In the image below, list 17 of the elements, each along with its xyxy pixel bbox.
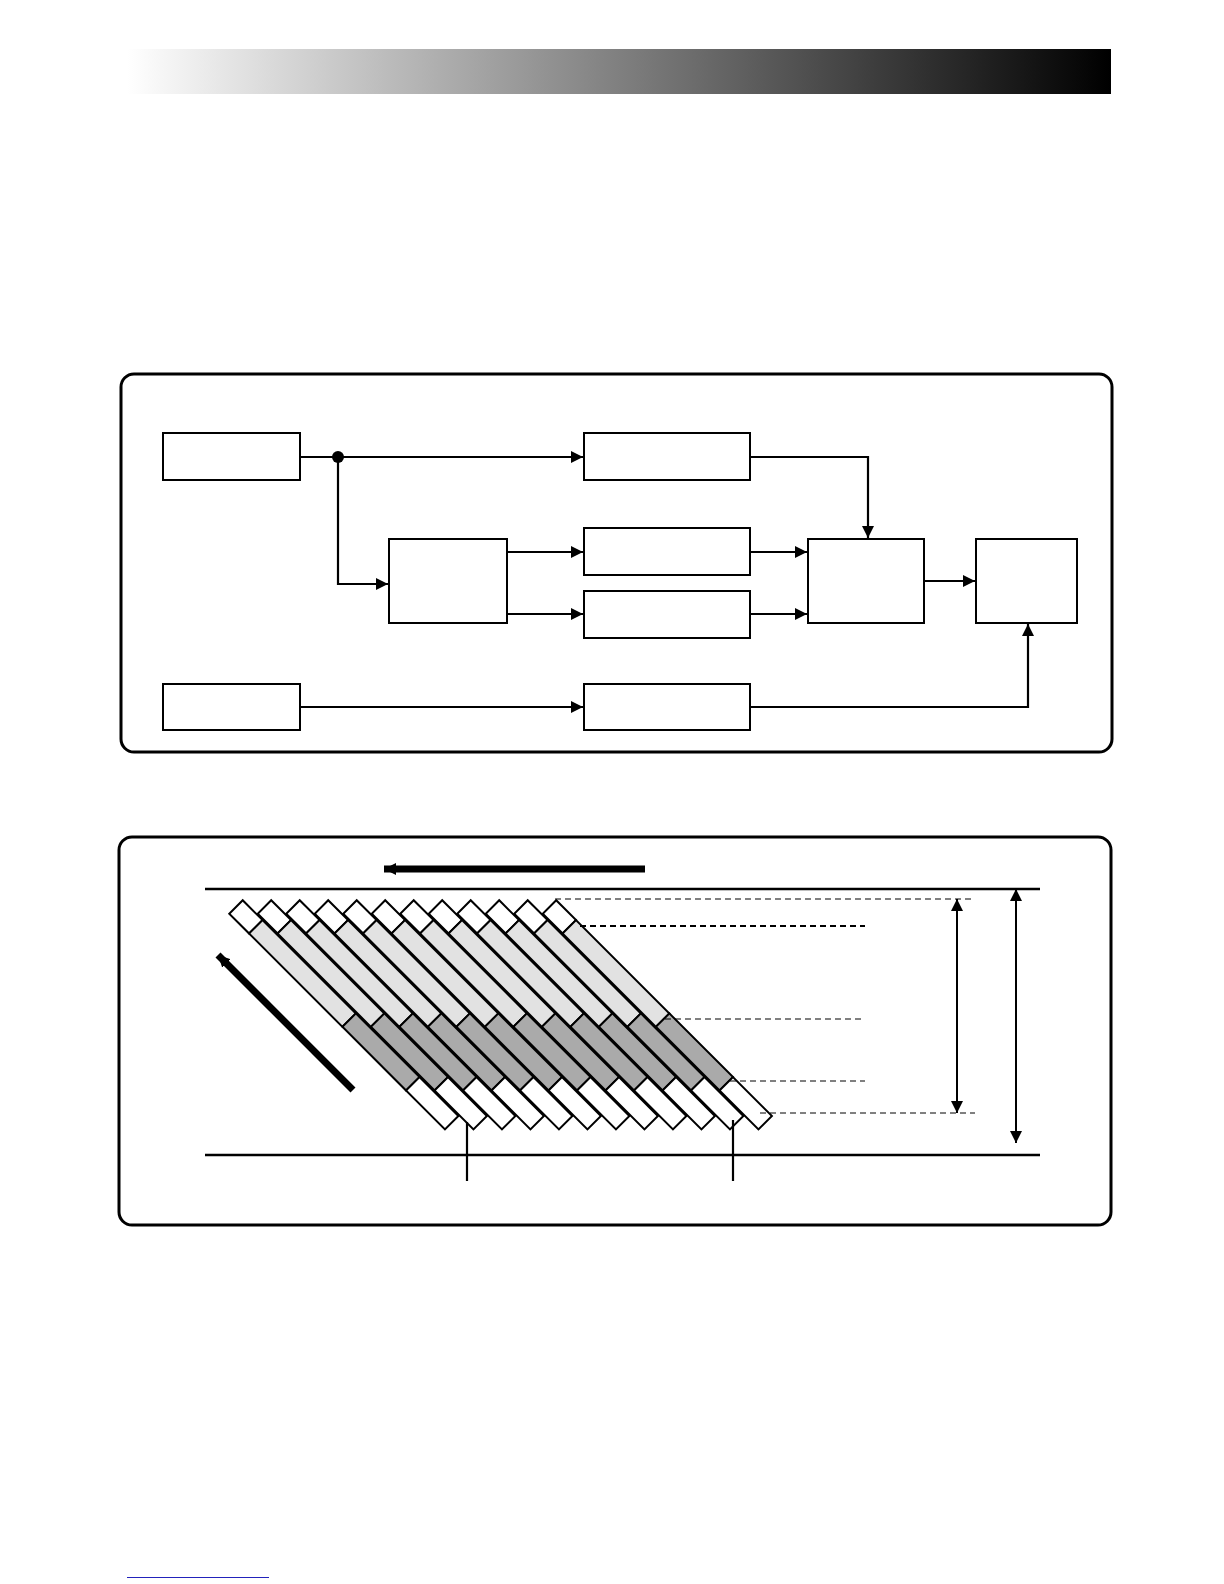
- arrow: [751, 546, 807, 558]
- block-box: [807, 538, 925, 624]
- block-box: [583, 590, 751, 639]
- arrow: [751, 608, 807, 620]
- block-box: [162, 683, 301, 731]
- block-box: [162, 432, 301, 481]
- block-box: [583, 432, 751, 481]
- arrow: [751, 624, 1034, 709]
- arrow: [301, 701, 583, 713]
- arrow: [508, 608, 583, 620]
- block-box: [583, 527, 751, 576]
- arrow: [751, 455, 874, 538]
- block-box: [388, 538, 508, 624]
- arrow: [925, 575, 975, 587]
- block-box: [975, 538, 1078, 624]
- arrow: [508, 546, 583, 558]
- block-box: [583, 683, 751, 731]
